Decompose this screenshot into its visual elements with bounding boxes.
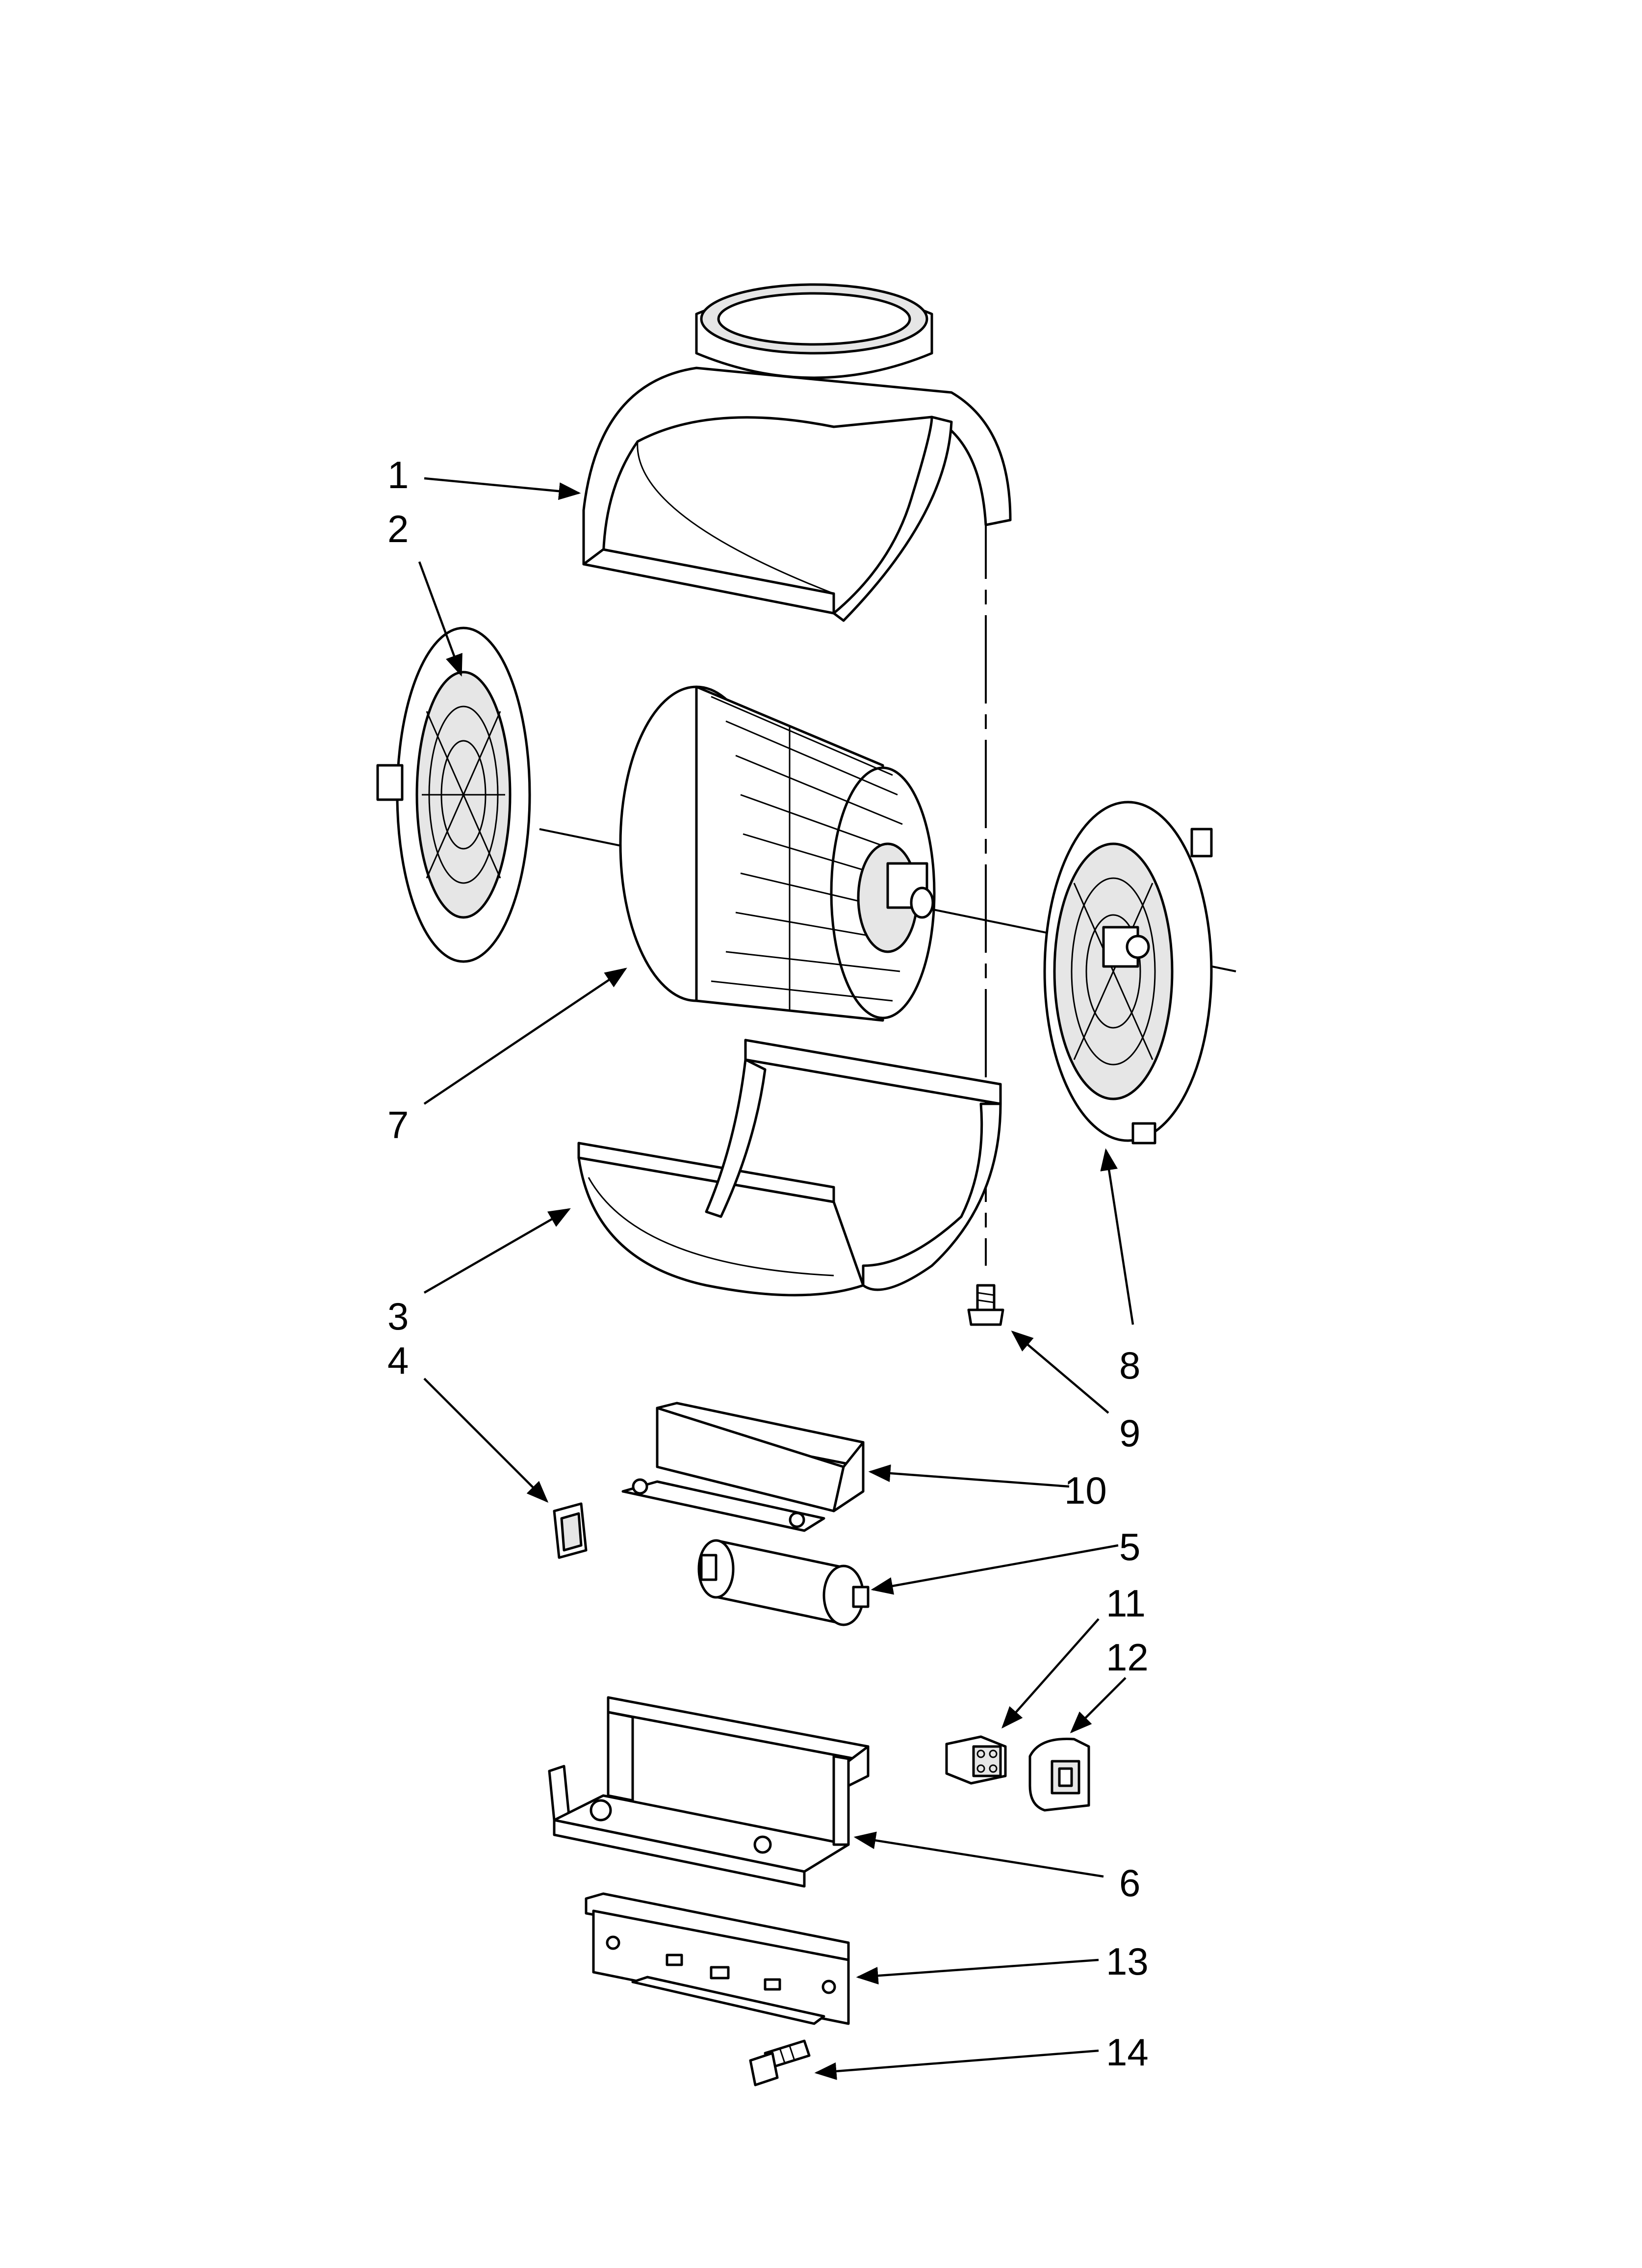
leader-8 bbox=[1100, 1148, 1134, 1325]
capacitor-part bbox=[697, 1539, 870, 1626]
callout-4: 4 bbox=[387, 1339, 409, 1382]
leader-7 bbox=[423, 967, 627, 1105]
callout-14: 14 bbox=[1106, 2031, 1149, 2074]
leader-6 bbox=[853, 1831, 1104, 1878]
leader-10 bbox=[868, 1464, 1070, 1488]
leader-13 bbox=[856, 1958, 1099, 1985]
leader-9 bbox=[1011, 1330, 1109, 1414]
mounting-plate-part bbox=[585, 1892, 850, 2025]
right-inlet-ring-part bbox=[1043, 801, 1213, 1145]
leader-1 bbox=[424, 477, 581, 500]
callout-11: 11 bbox=[1106, 1582, 1146, 1625]
mounting-screw-part bbox=[749, 2039, 811, 2086]
callout-8: 8 bbox=[1119, 1344, 1140, 1387]
callout-13: 13 bbox=[1106, 1940, 1149, 1983]
strain-relief-part bbox=[1028, 1737, 1090, 1812]
callout-3: 3 bbox=[387, 1295, 409, 1338]
leader-5 bbox=[871, 1544, 1119, 1595]
clip-part bbox=[553, 1502, 588, 1559]
leader-3 bbox=[423, 1208, 571, 1294]
callout-6: 6 bbox=[1119, 1861, 1140, 1904]
lower-housing-part bbox=[577, 1039, 1002, 1297]
leader-4 bbox=[423, 1378, 549, 1503]
leader-12 bbox=[1070, 1677, 1127, 1734]
terminal-connector-part bbox=[945, 1735, 1007, 1785]
callout-1: 1 bbox=[387, 453, 409, 496]
leader-2 bbox=[418, 561, 462, 677]
control-box-cover-part bbox=[621, 1402, 865, 1532]
blower-wheel-part bbox=[619, 685, 936, 1022]
callout-5: 5 bbox=[1119, 1525, 1140, 1568]
control-box-bracket-part bbox=[548, 1696, 870, 1888]
leader-14 bbox=[814, 2049, 1099, 2080]
callout-2: 2 bbox=[387, 507, 409, 550]
leader-11 bbox=[1001, 1618, 1100, 1729]
left-inlet-ring-part bbox=[376, 626, 531, 963]
screw-part bbox=[967, 1284, 1004, 1326]
callout-7: 7 bbox=[387, 1103, 409, 1147]
leader-lines bbox=[418, 477, 1134, 2080]
callout-labels: 1 2 3 4 5 6 7 8 9 10 11 12 13 14 bbox=[387, 453, 1149, 2074]
callout-10: 10 bbox=[1064, 1469, 1107, 1512]
callout-12: 12 bbox=[1106, 1636, 1149, 1679]
upper-housing-part bbox=[582, 283, 1012, 622]
callout-9: 9 bbox=[1119, 1411, 1140, 1455]
